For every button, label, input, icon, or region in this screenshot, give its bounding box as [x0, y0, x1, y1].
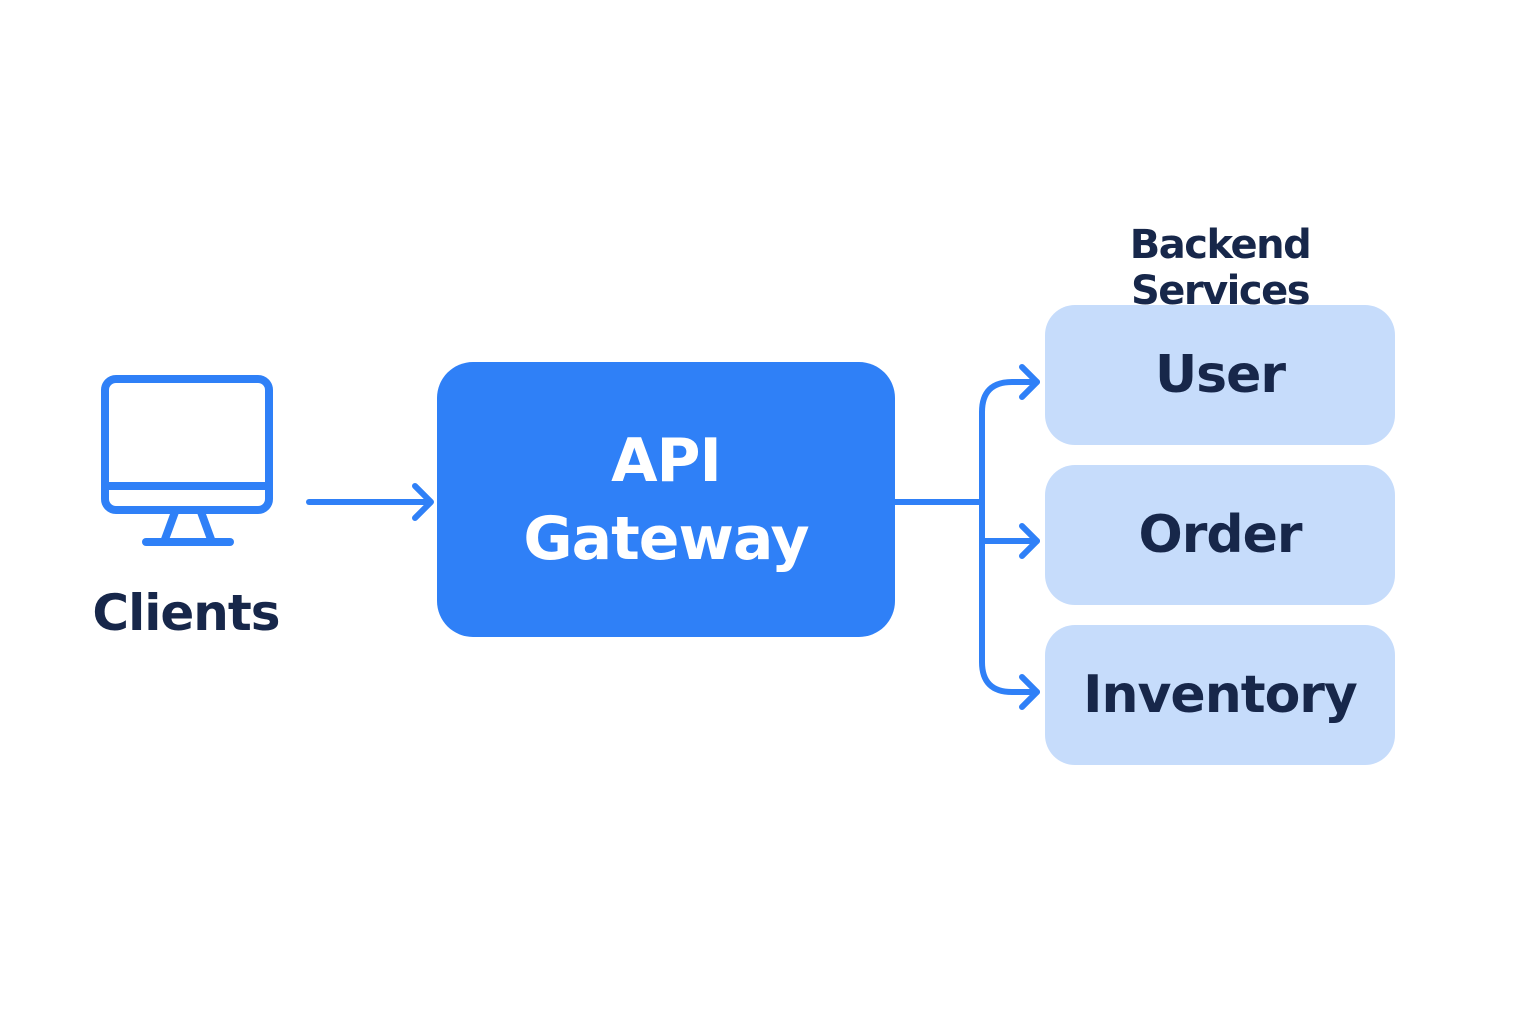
gateway-title-line2: Gateway [523, 503, 809, 574]
service-node-inventory: Inventory [1045, 625, 1395, 765]
client-to-gateway-arrow [306, 483, 434, 521]
backend-services-heading: Backend Services [1129, 222, 1312, 314]
service-node-user: User [1045, 305, 1395, 445]
gateway-to-services-arrows [892, 364, 1040, 710]
monitor-icon [100, 374, 276, 550]
service-node-order: Order [1045, 465, 1395, 605]
clients-label: Clients [92, 584, 280, 642]
gateway-title-line1: API [611, 425, 722, 496]
api-gateway-node: API Gateway [437, 362, 895, 637]
